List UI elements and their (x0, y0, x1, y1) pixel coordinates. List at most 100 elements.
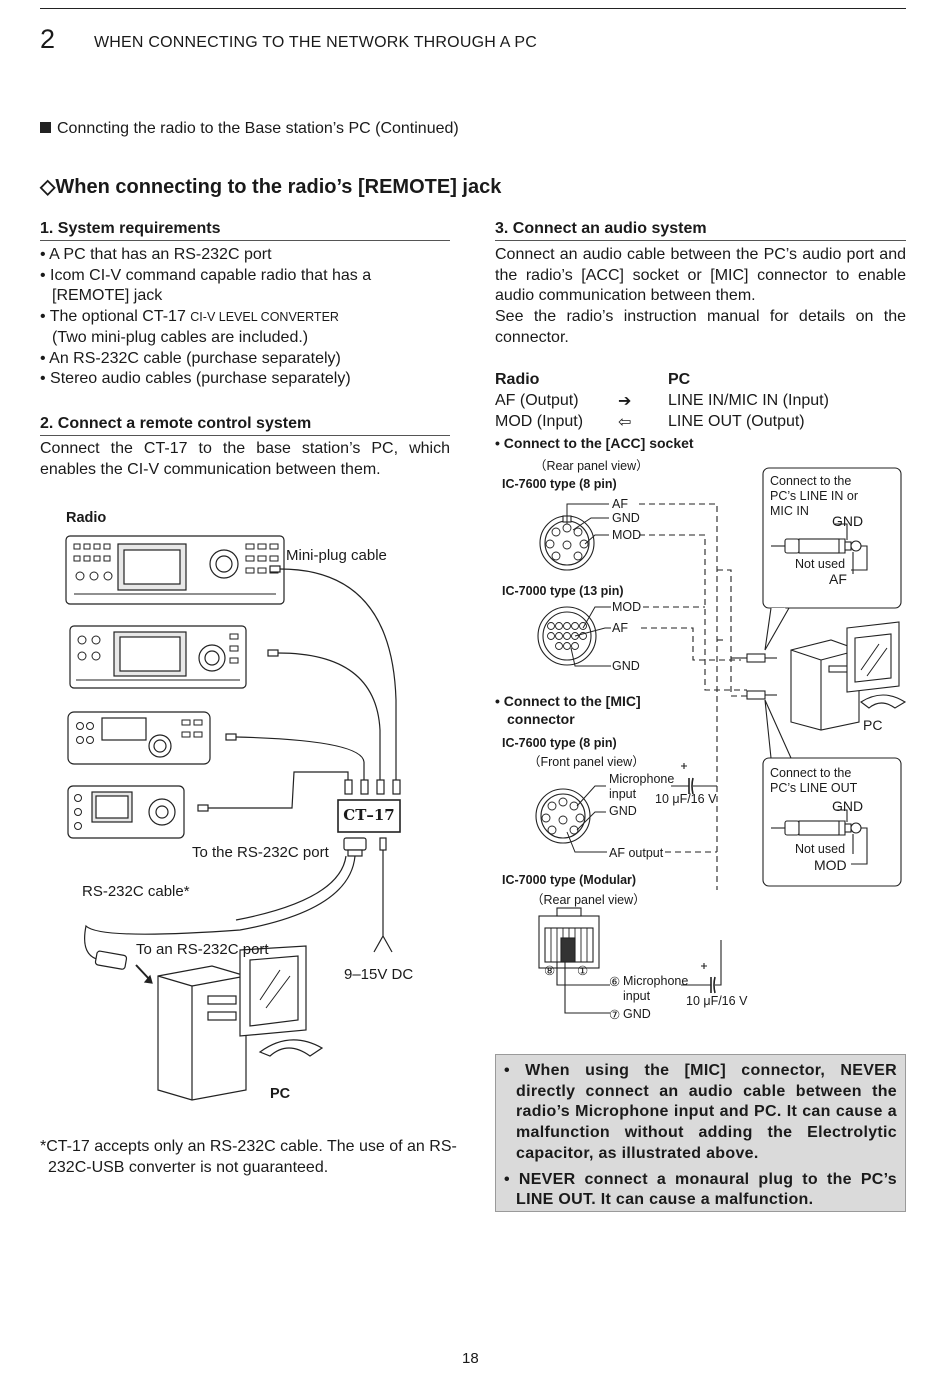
acc-13pin-connector (537, 606, 597, 666)
list-item: • Icom CI-V command capable radio that h… (40, 266, 372, 305)
list-item: • An RS-232C cable (purchase separately) (40, 349, 341, 367)
warning-item: • NEVER connect a monaural plug to the P… (504, 1170, 897, 1209)
callout1-line1: Connect to the (770, 474, 852, 488)
dashed-wiring (639, 503, 747, 890)
callout1-not-used: Not used (795, 557, 846, 571)
mic-title-2: connector (507, 711, 575, 727)
audio-connection-diagram (535, 467, 907, 1014)
remote-heading: 2. Connect a remote control system (40, 415, 450, 436)
audio-section: 3. Connect an audio system Connect an au… (495, 220, 906, 349)
page-number: 18 (462, 1350, 479, 1367)
callout2-line2: PC’s LINE OUT (770, 781, 858, 795)
modular-capacitor-label: 10 μF/16 V (686, 994, 748, 1008)
callout1-line3: MIC IN (770, 504, 809, 518)
modular-mic-input-2: input (623, 989, 651, 1003)
header-rule (40, 8, 906, 9)
acc-rear-panel: （Rear panel view） (534, 459, 649, 473)
list-item: • The optional CT-17 CI-V LEVEL CONVERTE… (40, 307, 450, 348)
system-requirements: 1. System requirements • A PC that has a… (40, 220, 450, 390)
to-an-rs232c-port-label: To an RS-232C port (136, 941, 269, 958)
right-pc-label: PC (863, 717, 883, 733)
ct17-box (337, 799, 401, 833)
acc8-af-label: AF (612, 497, 628, 511)
callout-line-out (762, 699, 902, 887)
callout2-mod: MOD (814, 857, 847, 873)
sys-req-heading: 1. System requirements (40, 220, 450, 241)
acc13-gnd-label: GND (612, 659, 640, 673)
ct17-suffix: (Two mini-plug cables are included.) (52, 328, 309, 346)
radio-ic7600-illustration (65, 535, 285, 605)
mic-gnd-label: GND (609, 804, 637, 818)
capacitor-icon (681, 940, 722, 994)
table-row-radio: AF (Output) (495, 392, 579, 409)
table-pc-header: PC (668, 371, 691, 388)
arrow-head-icon (143, 974, 153, 984)
sys-req-list: • A PC that has an RS-232C port • Icom C… (40, 245, 450, 390)
pin-1-label: ① (577, 964, 589, 978)
warning-box: • When using the [MIC] connector, NEVER … (495, 1054, 906, 1212)
acc13-mod-label: MOD (612, 600, 642, 614)
pc-illustration (157, 945, 324, 1101)
radio-ic7000-illustration (67, 785, 185, 839)
section-title: ◇When connecting to the radio’s [REMOTE]… (40, 176, 502, 198)
warning-list: • When using the [MIC] connector, NEVER … (504, 1061, 897, 1211)
pin-8-label: ⑧ (544, 964, 556, 978)
pin-7-label: ⑦ (609, 1008, 621, 1022)
af-output-label: AF output (609, 846, 664, 860)
ct17-smallcaps: CI-V LEVEL CONVERTER (190, 310, 339, 325)
continuation-text: Conncting the radio to the Base station’… (57, 120, 459, 137)
left-pc-label: PC (270, 1086, 291, 1102)
chapter-title: WHEN CONNECTING TO THE NETWORK THROUGH A… (94, 34, 538, 51)
continuation-heading: Conncting the radio to the Base station’… (40, 120, 459, 138)
rs232c-cable (84, 837, 367, 970)
to-rs232c-port-label: To the RS-232C port (192, 844, 329, 861)
mic-front-panel: （Front panel view） (528, 755, 645, 769)
ct17-prefix: • The optional CT-17 (40, 308, 191, 326)
callout1-af: AF (829, 571, 847, 587)
callout2-gnd: GND (832, 798, 864, 814)
table-row-pc: LINE OUT (Output) (668, 413, 805, 430)
mic-8pin-connector (535, 788, 591, 844)
ct17-label: CT–17 (343, 806, 395, 824)
mic-ic7600-label: IC-7600 type (8 pin) (502, 736, 617, 750)
list-item: • A PC that has an RS-232C port (40, 246, 272, 263)
modular-mic-input-1: Microphone (623, 974, 689, 988)
mini-plug-label: Mini-plug cable (286, 547, 387, 564)
mic-input-label-2: input (609, 787, 637, 801)
callout2-not-used: Not used (795, 842, 846, 856)
footnote: *CT-17 accepts only an RS-232C cable. Th… (40, 1138, 457, 1176)
callout1-gnd: GND (832, 513, 864, 529)
callout2-line1: Connect to the (770, 766, 852, 780)
radio-ic7700-illustration (69, 625, 247, 689)
list-item: • Stereo audio cables (purchase separate… (40, 370, 351, 388)
arrow-left-icon: ⇦ (618, 412, 632, 431)
arrow-icon (135, 964, 151, 981)
mini-plug-cables (197, 565, 401, 812)
modular-rear-panel: （Rear panel view） (531, 893, 646, 907)
modular-connector (538, 907, 610, 1014)
audio-heading: 3. Connect an audio system (495, 220, 906, 241)
capacitor-label: 10 μF/16 V (655, 792, 717, 806)
audio-body-2: See the radio’s instruction manual for d… (495, 308, 906, 346)
mic-input-label-1: Microphone (609, 772, 675, 786)
table-row-pc: LINE IN/MIC IN (Input) (668, 392, 829, 409)
audio-body-1: Connect an audio cable between the PC’s … (495, 246, 906, 305)
arrow-right-icon: ➔ (618, 391, 632, 410)
acc-ic7000-label: IC-7000 type (13 pin) (502, 584, 624, 598)
square-bullet-icon (40, 122, 51, 133)
callout-line-in (762, 467, 902, 651)
modular-gnd-label: GND (623, 1007, 651, 1021)
dc-power-cable (373, 837, 393, 953)
remote-body: Connect the CT-17 to the base station’s … (40, 440, 450, 478)
rs232c-cable-label: RS-232C cable* (82, 883, 190, 900)
mic-ic7000-label: IC-7000 type (Modular) (502, 873, 637, 887)
remote-connection-diagram (65, 535, 401, 1101)
pin-6-label: ⑥ (609, 975, 621, 989)
acc13-af-label: AF (612, 621, 628, 635)
audio-plugs (731, 653, 777, 700)
mic-title-1: • Connect to the [MIC] (495, 693, 641, 709)
callout1-line2: PC’s LINE IN or (770, 489, 858, 503)
warning-item: • When using the [MIC] connector, NEVER … (504, 1062, 897, 1162)
acc8-gnd-label: GND (612, 511, 640, 525)
left-radio-label: Radio (66, 510, 107, 526)
